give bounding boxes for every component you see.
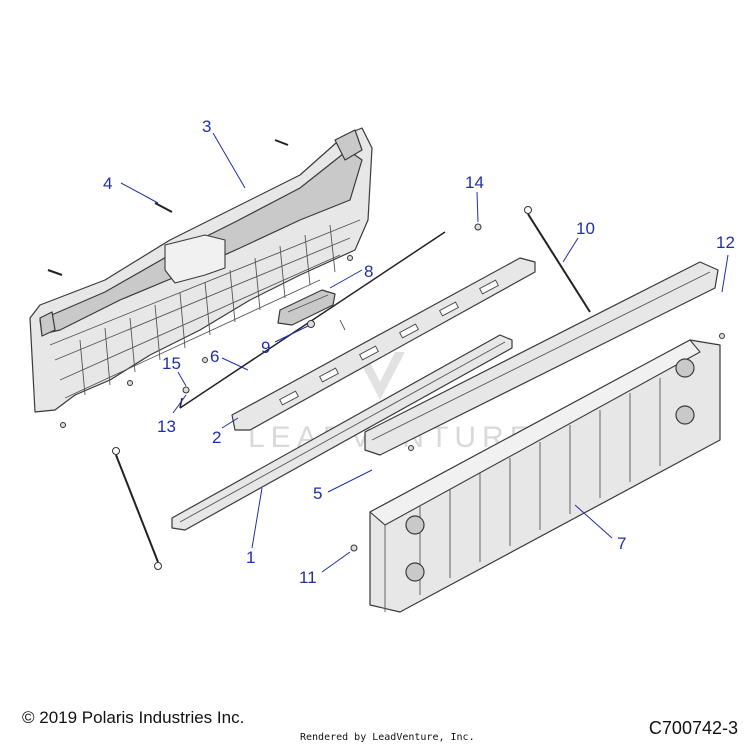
- svg-text:1: 1: [246, 548, 255, 567]
- callout-9: 9: [261, 325, 309, 357]
- part-3-inner-panel[interactable]: [29, 127, 373, 413]
- svg-text:7: 7: [617, 534, 626, 553]
- svg-text:3: 3: [202, 117, 211, 136]
- part-6-rod[interactable]: [179, 231, 446, 409]
- svg-text:10: 10: [576, 219, 595, 238]
- rendered-by-text: Rendered by LeadVenture, Inc.: [300, 732, 475, 743]
- svg-text:13: 13: [157, 417, 176, 436]
- callout-6: 6: [210, 347, 249, 371]
- copyright-text: © 2019 Polaris Industries Inc.: [22, 708, 245, 727]
- callout-10: 10: [562, 219, 595, 263]
- small-hardware[interactable]: [182, 223, 725, 451]
- part-4-bolts[interactable]: [47, 139, 353, 428]
- callout-2: 2: [212, 417, 239, 447]
- callout-13: 13: [157, 394, 187, 436]
- callout-14: 14: [465, 173, 484, 223]
- callout-8: 8: [329, 262, 373, 289]
- svg-text:14: 14: [465, 173, 484, 192]
- svg-text:5: 5: [313, 484, 322, 503]
- svg-text:2: 2: [212, 428, 221, 447]
- svg-text:6: 6: [210, 347, 219, 366]
- callout-7: 7: [574, 504, 626, 553]
- part-1-lower-rail[interactable]: [171, 334, 513, 531]
- svg-text:9: 9: [261, 338, 270, 357]
- callout-3: 3: [202, 117, 246, 189]
- callout-11: 11: [299, 551, 351, 587]
- callout-1: 1: [246, 487, 263, 567]
- svg-text:12: 12: [716, 233, 735, 252]
- diagram-code: C700742-3: [648, 718, 738, 738]
- svg-text:4: 4: [103, 174, 112, 193]
- part-10-cable[interactable]: [524, 206, 591, 313]
- callout-4: 4: [103, 174, 159, 204]
- svg-text:11: 11: [299, 568, 317, 587]
- part-8-latch[interactable]: [277, 289, 336, 326]
- part-5-top-cap[interactable]: [364, 261, 719, 456]
- svg-text:8: 8: [364, 262, 373, 281]
- left-cable[interactable]: [112, 447, 162, 570]
- part-2-slotted-rail[interactable]: [231, 257, 536, 431]
- part-7-outer-shell[interactable]: [350, 339, 721, 613]
- callout-15: 15: [162, 354, 187, 387]
- svg-text:15: 15: [162, 354, 181, 373]
- callout-12: 12: [716, 233, 735, 293]
- callout-5: 5: [313, 469, 373, 503]
